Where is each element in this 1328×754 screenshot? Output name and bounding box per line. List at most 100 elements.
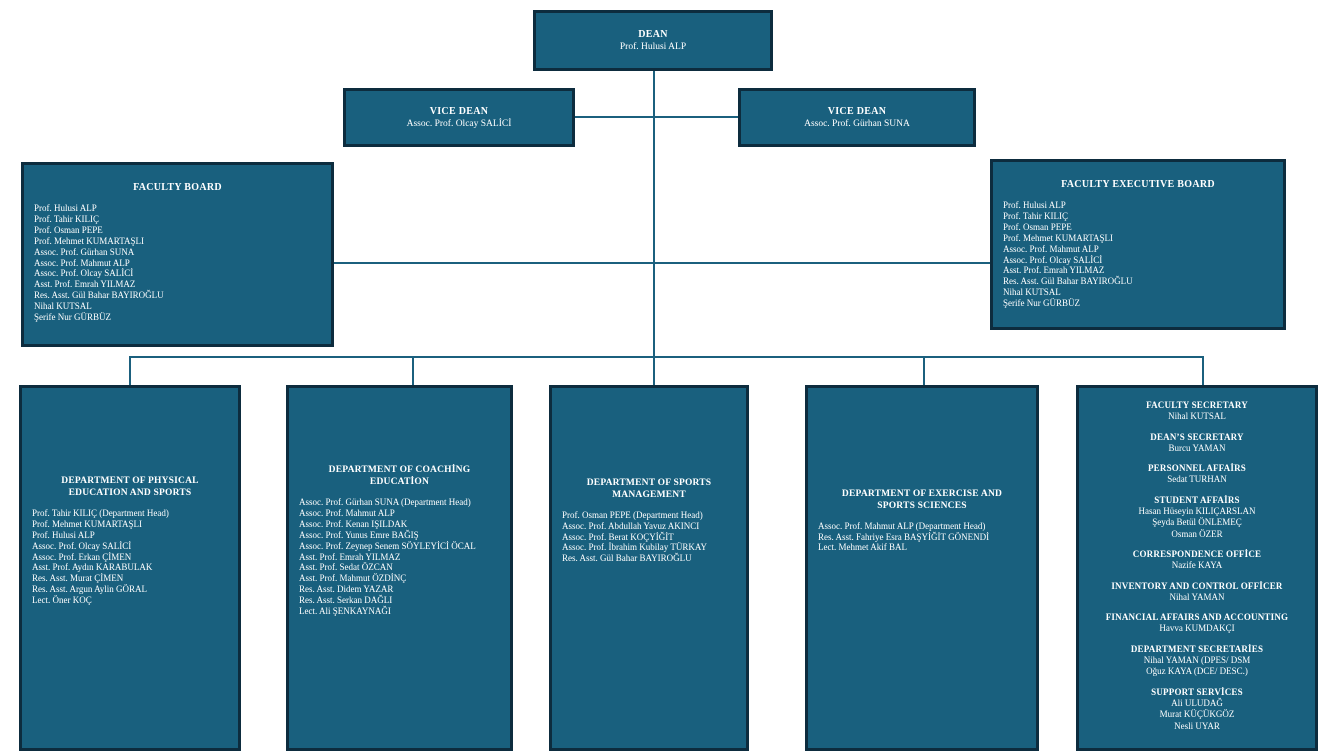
member-name: Asst. Prof. Aydın KARABULAK xyxy=(32,562,153,573)
staff-name: Osman ÖZER xyxy=(1171,528,1223,539)
vice-dean-left-name: Assoc. Prof. Olcay SALİCİ xyxy=(406,119,512,129)
member-name: Assoc. Prof. Yunus Emre BAĞIŞ xyxy=(299,529,419,540)
member-name: Şerife Nur GÜRBÜZ xyxy=(34,312,111,323)
member-name: Assoc. Prof. Zeynep Senem SÖYLEYİCİ ÖCAL xyxy=(299,540,476,551)
member-name: Prof. Mehmet KUMARTAŞLI xyxy=(34,235,144,246)
member-name: Res. Asst. Argun Aylin GÖRAL xyxy=(32,584,148,595)
member-name: Assoc. Prof. Olcay SALİCİ xyxy=(34,268,134,279)
member-name: Res. Asst. Murat ÇİMEN xyxy=(32,573,124,584)
member-name: Asst. Prof. Emrah YILMAZ xyxy=(299,551,401,562)
department-physical-education-box: DEPARTMENT OF PHYSICAL EDUCATION AND SPO… xyxy=(19,385,241,751)
department-title: DEPARTMENT OF EXERCISE AND SPORTS SCIENC… xyxy=(841,488,1003,511)
vice-dean-left-box: VICE DEAN Assoc. Prof. Olcay SALİCİ xyxy=(343,88,575,147)
member-name: Assoc. Prof. İbrahim Kubilay TÜRKAY xyxy=(562,542,707,553)
connector-stub-admin xyxy=(1202,356,1204,385)
member-name: Prof. Osman PEPE (Department Head) xyxy=(562,509,703,520)
department-sports-management-box: DEPARTMENT OF SPORTS MANAGEMENT Prof. Os… xyxy=(549,385,749,751)
vice-dean-right-title: VICE DEAN xyxy=(827,106,887,117)
dean-box: DEAN Prof. Hulusi ALP xyxy=(533,10,773,71)
staff-name: Ali ULUDAĞ xyxy=(1171,697,1223,708)
department-exercise-sports-sciences-box: DEPARTMENT OF EXERCISE AND SPORTS SCIENC… xyxy=(805,385,1039,751)
member-name: Asst. Prof. Mahmut ÖZDİNÇ xyxy=(299,573,407,584)
staff-name: Nihal YAMAN xyxy=(1169,591,1225,602)
member-name: Prof. Tahir KILIÇ xyxy=(34,213,99,224)
staff-section-title: SUPPORT SERVİCES xyxy=(1151,686,1243,697)
member-name: Lect. Mehmet Akif BAL xyxy=(818,542,907,553)
staff-section-title: DEAN’S SECRETARY xyxy=(1150,431,1244,442)
member-name: Şerife Nur GÜRBÜZ xyxy=(1003,298,1080,309)
connector-vice-deans-horizontal xyxy=(575,116,738,118)
staff-name: Şeyda Betül ÖNLEMEÇ xyxy=(1152,517,1242,528)
member-name: Res. Asst. Serkan DAĞLI xyxy=(299,595,393,606)
member-name: Assoc. Prof. Gürhan SUNA xyxy=(34,246,135,257)
staff-section-title: CORRESPONDENCE OFFİCE xyxy=(1132,548,1262,559)
connector-boards-horizontal xyxy=(334,262,990,264)
staff-name: Murat KÜÇÜKGÖZ xyxy=(1159,709,1235,720)
staff-section-title: DEPARTMENT SECRETARİES xyxy=(1130,643,1264,654)
connector-departments-horizontal xyxy=(129,356,1204,358)
member-name: Assoc. Prof. Kenan IŞILDAK xyxy=(299,518,408,529)
department-member-list: Prof. Osman PEPE (Department Head) Assoc.… xyxy=(560,510,738,565)
member-name: Prof. Mehmet KUMARTAŞLI xyxy=(1003,232,1113,243)
member-name: Res. Asst. Fahriye Esra BAŞYİĞİT GÖNENDİ xyxy=(818,531,990,542)
member-name: Asst. Prof. Emrah YILMAZ xyxy=(1003,265,1105,276)
vice-dean-right-name: Assoc. Prof. Gürhan SUNA xyxy=(804,119,910,129)
connector-stub-dept-4 xyxy=(923,356,925,385)
department-title: DEPARTMENT OF PHYSICAL EDUCATION AND SPO… xyxy=(61,475,199,498)
department-title: DEPARTMENT OF SPORTS MANAGEMENT xyxy=(586,477,712,500)
member-name: Res. Asst. Gül Bahar BAYIROĞLU xyxy=(34,290,164,301)
member-name: Lect. Ali ŞENKAYNAĞI xyxy=(299,606,391,617)
department-member-list: Prof. Tahir KILIÇ (Department Head)Prof.… xyxy=(30,508,230,606)
member-name: Prof. Hulusi ALP xyxy=(32,529,95,540)
department-coaching-education-box: DEPARTMENT OF COACHİNG EDUCATİON Assoc. … xyxy=(286,385,513,751)
dean-name: Prof. Hulusi ALP xyxy=(619,42,687,52)
member-name: Prof. Tahir KILIÇ xyxy=(1003,210,1068,221)
department-member-list: Assoc. Prof. Gürhan SUNA (Department Hea… xyxy=(297,497,502,617)
member-name: Res. Asst. Gül Bahar BAYIROĞLU xyxy=(562,553,692,564)
member-name: Assoc. Prof. Mahmut ALP xyxy=(1003,243,1099,254)
staff-name: Nihal YAMAN (DPES/ DSM xyxy=(1143,655,1251,666)
faculty-executive-board-box: FACULTY EXECUTIVE BOARD Prof. Hulusi ALP… xyxy=(990,159,1286,330)
dean-title: DEAN xyxy=(638,29,668,40)
member-name: Prof. Hulusi ALP xyxy=(34,203,97,213)
staff-name: Nesli UYAR xyxy=(1174,720,1220,731)
staff-section-title: STUDENT AFFAİRS xyxy=(1154,494,1240,505)
member-name: Prof. Mehmet KUMARTAŞLI xyxy=(32,518,142,529)
connector-stub-dept-1 xyxy=(129,356,131,385)
member-name: Lect. Öner KOÇ xyxy=(32,595,92,606)
staff-section-title: INVENTORY AND CONTROL OFFİCER xyxy=(1111,580,1283,591)
member-name: Prof. Osman PEPE xyxy=(34,224,103,235)
department-title: DEPARTMENT OF COACHİNG EDUCATİON xyxy=(328,465,471,488)
staff-name: Havva KUMDAKÇI xyxy=(1159,623,1235,634)
member-name: Assoc. Prof. Olcay SALİCİ xyxy=(1003,254,1103,265)
member-name: Nihal KUTSAL xyxy=(34,301,92,312)
member-name: Res. Asst. Gül Bahar BAYIROĞLU xyxy=(1003,276,1133,287)
connector-stub-dept-2 xyxy=(412,356,414,385)
member-name: Assoc. Prof. Mahmut ALP xyxy=(299,507,395,518)
faculty-board-title: FACULTY BOARD xyxy=(133,182,222,193)
member-name: Res. Asst. Didem YAZAR xyxy=(299,584,394,595)
staff-name: Nazife KAYA xyxy=(1171,560,1223,571)
vice-dean-left-title: VICE DEAN xyxy=(429,106,489,117)
vice-dean-right-box: VICE DEAN Assoc. Prof. Gürhan SUNA xyxy=(738,88,976,147)
department-member-list: Assoc. Prof. Mahmut ALP (Department Head… xyxy=(816,521,1028,554)
member-name: Asst. Prof. Sedat ÖZCAN xyxy=(299,562,393,573)
member-name: Asst. Prof. Emrah YILMAZ xyxy=(34,279,136,290)
staff-name: Sedat TURHAN xyxy=(1167,474,1227,485)
member-name: Prof. Osman PEPE xyxy=(1003,221,1072,232)
staff-name: Nihal KUTSAL xyxy=(1168,411,1226,422)
